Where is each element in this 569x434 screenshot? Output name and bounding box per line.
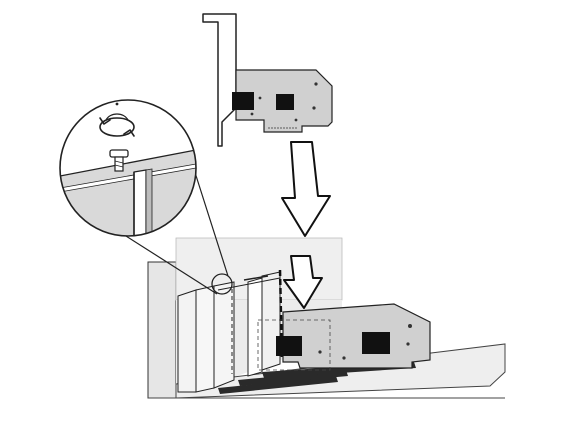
bracket-top-rail <box>243 275 269 281</box>
installed-card-component-2 <box>342 356 346 360</box>
network-card-installed <box>257 269 431 371</box>
installed-card-ethernet-port <box>276 336 302 356</box>
slot-bracket-6 <box>261 271 281 371</box>
installed-card-component-3 <box>406 342 410 346</box>
network-card-loose <box>202 13 333 147</box>
installed-card-pcb <box>282 303 431 369</box>
magnifier-ring <box>59 99 197 237</box>
arrow-down-icon <box>281 141 331 237</box>
pcie-slot-1 <box>218 376 338 394</box>
screw-rotate-icon <box>99 102 135 137</box>
arrow-down-icon-insert <box>283 255 323 309</box>
magnifier-contents <box>60 102 196 236</box>
loose-card-component-1 <box>314 82 318 86</box>
chassis-side-panel <box>147 261 177 399</box>
expansion-slot-bays <box>177 271 281 393</box>
loose-card-component-5 <box>294 118 298 122</box>
bracket-screw-rail <box>217 277 281 291</box>
slot-bracket-2 <box>195 285 215 393</box>
callout-target-circle <box>211 273 233 295</box>
loose-card-component-4 <box>250 112 254 116</box>
slot-bracket-3 <box>213 281 235 389</box>
slot-bracket-5 <box>247 277 263 377</box>
installed-card-hidden-outline <box>257 319 331 371</box>
installed-card-chip <box>362 332 390 354</box>
magnified-bracket-slot <box>133 169 147 236</box>
slot-bracket-1 <box>177 289 197 393</box>
loose-card-component-3 <box>258 96 262 100</box>
screw-icon <box>109 149 129 172</box>
magnifier-callout <box>59 99 233 295</box>
installed-card-led <box>408 324 412 328</box>
loose-card-component-2 <box>312 106 316 110</box>
installed-card-component-1 <box>318 350 322 354</box>
loose-card-ethernet-port <box>232 92 254 110</box>
loose-card-bracket <box>202 13 237 147</box>
loose-card-chip <box>276 94 294 110</box>
